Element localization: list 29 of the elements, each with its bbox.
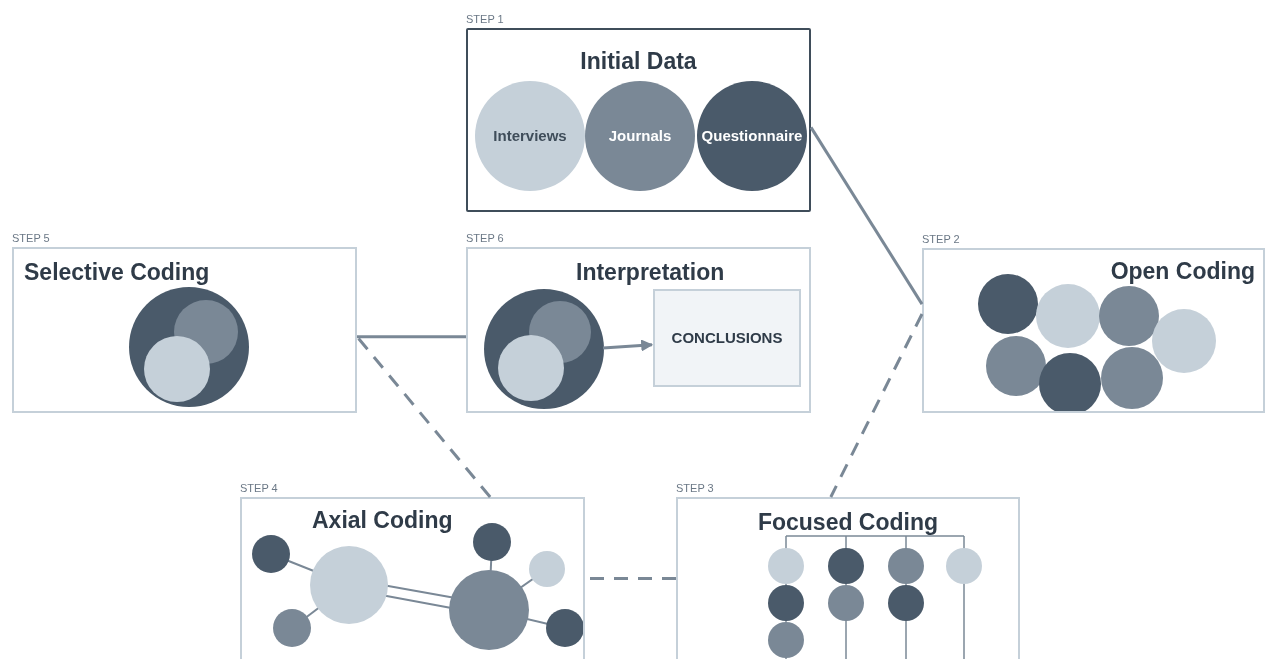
arrow	[602, 339, 654, 352]
step-box	[922, 248, 1265, 413]
step-box	[466, 28, 811, 212]
conclusions-label: CONCLUSIONS	[671, 327, 783, 348]
step-title: Initial Data	[579, 47, 698, 76]
step-title: Selective Coding	[24, 258, 210, 287]
nested-circles-picture	[484, 289, 604, 409]
step-box	[466, 247, 811, 413]
step-number: STEP 6	[466, 231, 504, 246]
connector-line	[355, 335, 492, 498]
connector-line	[809, 126, 924, 305]
step-number: STEP 1	[466, 12, 504, 27]
step-title: Interpretation	[576, 258, 725, 287]
step-box	[676, 497, 1020, 659]
connector-line	[357, 335, 466, 339]
step-title: Axial Coding	[312, 506, 453, 535]
step-number: STEP 3	[676, 481, 714, 496]
source-label: Journals	[608, 125, 672, 146]
step-title: Focused Coding	[756, 508, 940, 537]
step-box	[240, 497, 585, 659]
step-box	[12, 247, 357, 413]
step-number: STEP 5	[12, 231, 50, 246]
step-number: STEP 4	[240, 481, 278, 496]
source-label: Questionnaire	[701, 125, 803, 146]
step-number: STEP 2	[922, 232, 960, 247]
step-title: Open Coding	[1110, 257, 1255, 286]
connector-line	[829, 313, 924, 498]
conclusions-box	[653, 289, 801, 387]
source-label: Interviews	[493, 125, 567, 146]
